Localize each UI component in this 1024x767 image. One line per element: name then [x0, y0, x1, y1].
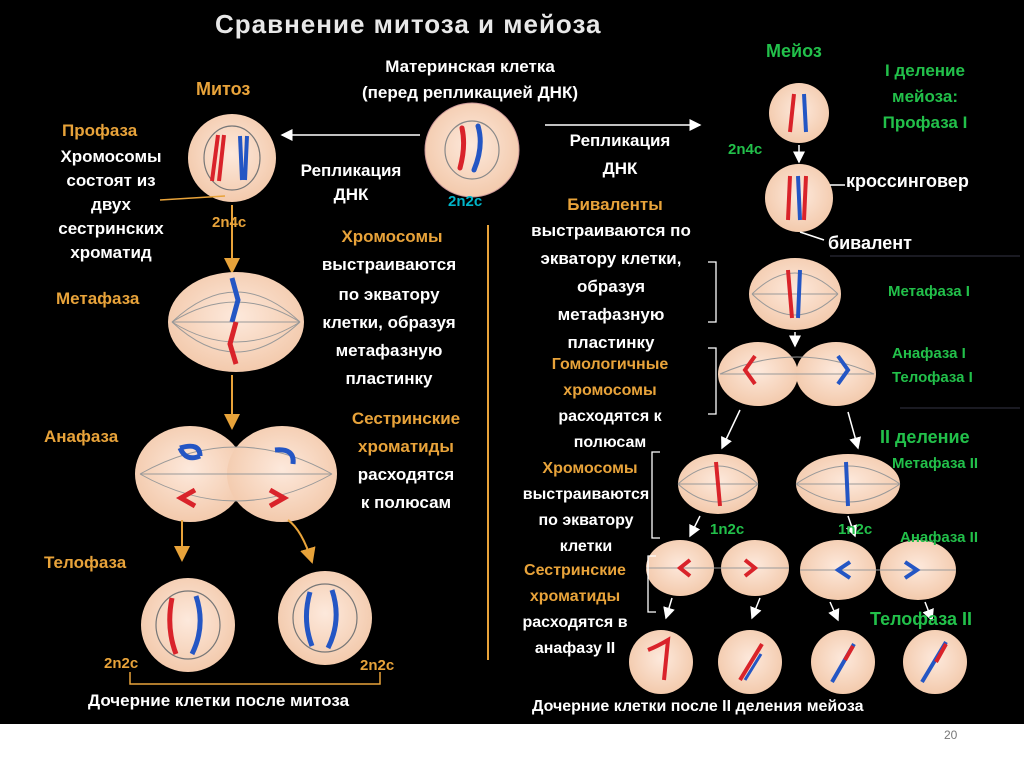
mitosis-anaphase-cell: [135, 426, 337, 522]
meiosis-chromosomes-text-3: клетки: [559, 538, 613, 555]
meiosis-homologous-yellow-2: хромосомы: [563, 382, 657, 399]
page-number: 20: [944, 728, 958, 742]
mitosis-prophase-label: Профаза: [62, 121, 138, 140]
meiosis-chromosomes-text-2: по экватору: [538, 512, 634, 529]
meiosis-chromosomes-text-1: выстраиваются: [522, 486, 650, 503]
meiosis-bivalents-text-4: метафазную: [557, 305, 665, 324]
mitosis-telophase-label: Телофаза: [44, 553, 127, 572]
mitosis-metaphase-text-3: клетки, образуя: [322, 313, 456, 332]
meiosis-sister-text-2: анафазу II: [534, 640, 616, 657]
meiosis-daughter-cell-3: [811, 630, 875, 694]
meiosis-anaphase1-label: Анафаза I: [892, 345, 966, 362]
meiosis-bivalents-text-2: экватору клетки,: [540, 249, 682, 268]
page-title: Сравнение митоза и мейоза: [215, 9, 602, 39]
mother-cell-label-2: (перед репликацией ДНК): [361, 83, 578, 102]
meiosis-bivalents-text-1: выстраиваются по: [531, 221, 691, 240]
mitosis-telophase-ploidy-left: 2n2c: [104, 655, 139, 672]
mitosis-anaphase-text-yellow-2: хроматиды: [358, 437, 454, 456]
mitosis-replication-1: Репликация: [300, 161, 402, 180]
meiosis-bivalents-yellow: Биваленты: [567, 195, 663, 214]
meiosis-telophase1-label: Телофаза I: [892, 369, 973, 386]
mitosis-metaphase-text-1: выстраиваются: [321, 255, 457, 274]
mitosis-daughter-cell-left: [141, 578, 235, 672]
mitosis-prophase-text-5: хроматид: [70, 243, 152, 262]
mitosis-metaphase-cell: [168, 272, 304, 372]
meiosis-bivalents-text-3: образуя: [576, 277, 646, 296]
slide: Сравнение митоза и мейоза Материнская кл…: [0, 0, 1024, 724]
mitosis-prophase-text-2: состоят из: [66, 171, 156, 190]
diagram-graphics: [129, 83, 1020, 694]
mitosis-header: Митоз: [196, 79, 251, 99]
meiosis-bivalent-label: бивалент: [828, 233, 912, 253]
meiosis-homologous-yellow-1: Гомологичные: [551, 356, 669, 373]
meiosis-bivalents-text-5: пластинку: [567, 333, 655, 352]
meiosis-metaphase1-label: Метафаза I: [888, 283, 970, 300]
meiosis-anaphase1-cell: [718, 342, 876, 406]
mitosis-metaphase-text-yellow: Хромосомы: [341, 227, 443, 246]
meiosis-daughter-cell-2: [718, 630, 782, 694]
meiosis-metaphase2-label: Метафаза II: [892, 455, 979, 472]
meiosis-replication-2: ДНК: [602, 159, 638, 178]
mitosis-daughter-cell-right: [278, 571, 372, 665]
meiosis-metaphase1-cell: [749, 258, 841, 330]
mother-cell-ploidy: 2n2c: [448, 193, 483, 210]
meiosis-ploidy-1n2c-right: 1n2c: [838, 521, 873, 538]
meiosis-daughter-cell-4: [903, 630, 967, 694]
meiosis-prophase1-cell: [769, 83, 829, 143]
mitosis-daughter-caption: Дочерние клетки после митоза: [88, 691, 350, 710]
meiosis-metaphase2-cell-right: [795, 454, 901, 514]
meiosis-homologous-text-2: полюсам: [573, 434, 647, 451]
mitosis-anaphase-text-2: к полюсам: [360, 493, 452, 512]
meiosis-homologous-text-1: расходятся к: [558, 408, 662, 425]
meiosis-metaphase2-cell-left: [677, 454, 759, 514]
mitosis-replication-2: ДНК: [333, 185, 369, 204]
meiosis-anaphase2-cell-right: [800, 540, 956, 600]
meiosis-crossing-over-label: кроссинговер: [846, 171, 969, 191]
meiosis-ploidy-1n2c-left: 1n2c: [710, 521, 745, 538]
mitosis-anaphase-text-yellow-1: Сестринские: [351, 409, 461, 428]
meiosis-anaphase2-cell-left: [646, 540, 789, 596]
mitosis-prophase-cell: [188, 114, 276, 202]
meiosis-division1-3: Профаза I: [882, 113, 968, 132]
meiosis-sister-yellow-2: хроматиды: [529, 588, 621, 605]
mitosis-telophase-ploidy-right: 2n2c: [360, 657, 395, 674]
meiosis-anaphase2-label: Анафаза II: [900, 529, 978, 546]
mitosis-prophase-text-3: двух: [91, 195, 131, 214]
meiosis-division1-2: мейоза:: [892, 87, 958, 106]
mitosis-metaphase-text-5: пластинку: [345, 369, 433, 388]
meiosis-telophase2-label: Телофаза II: [870, 609, 973, 629]
mitosis-prophase-ploidy: 2n4c: [212, 214, 247, 231]
meiosis-daughter-caption: Дочерние клетки после II деления мейоза: [532, 698, 864, 715]
meiosis-replication-1: Репликация: [569, 131, 671, 150]
meiosis-ploidy-2n4c: 2n4c: [728, 141, 763, 158]
meiosis-division1-1: I деление: [885, 61, 965, 80]
mitosis-metaphase-label: Метафаза: [56, 289, 140, 308]
meiosis-daughter-cell-1: [629, 630, 693, 694]
meiosis-chromosomes-yellow: Хромосомы: [542, 460, 638, 477]
mitosis-metaphase-text-2: по экватору: [338, 285, 440, 304]
meiosis-sister-text-1: расходятся в: [522, 614, 628, 631]
mitosis-anaphase-label: Анафаза: [44, 427, 119, 446]
mitosis-prophase-text-1: Хромосомы: [60, 147, 162, 166]
mitosis-metaphase-text-4: метафазную: [335, 341, 443, 360]
mother-cell-label-1: Материнская клетка: [385, 57, 555, 76]
mitosis-prophase-text-4: сестринских: [58, 219, 164, 238]
meiosis-sister-yellow-1: Сестринские: [524, 562, 626, 579]
mitosis-anaphase-text-1: расходятся: [357, 465, 455, 484]
meiosis-division2-label: II деление: [880, 427, 970, 447]
meiosis-header: Мейоз: [766, 41, 822, 61]
meiosis-crossingover-cell: [765, 164, 833, 232]
mother-cell: [424, 102, 520, 198]
